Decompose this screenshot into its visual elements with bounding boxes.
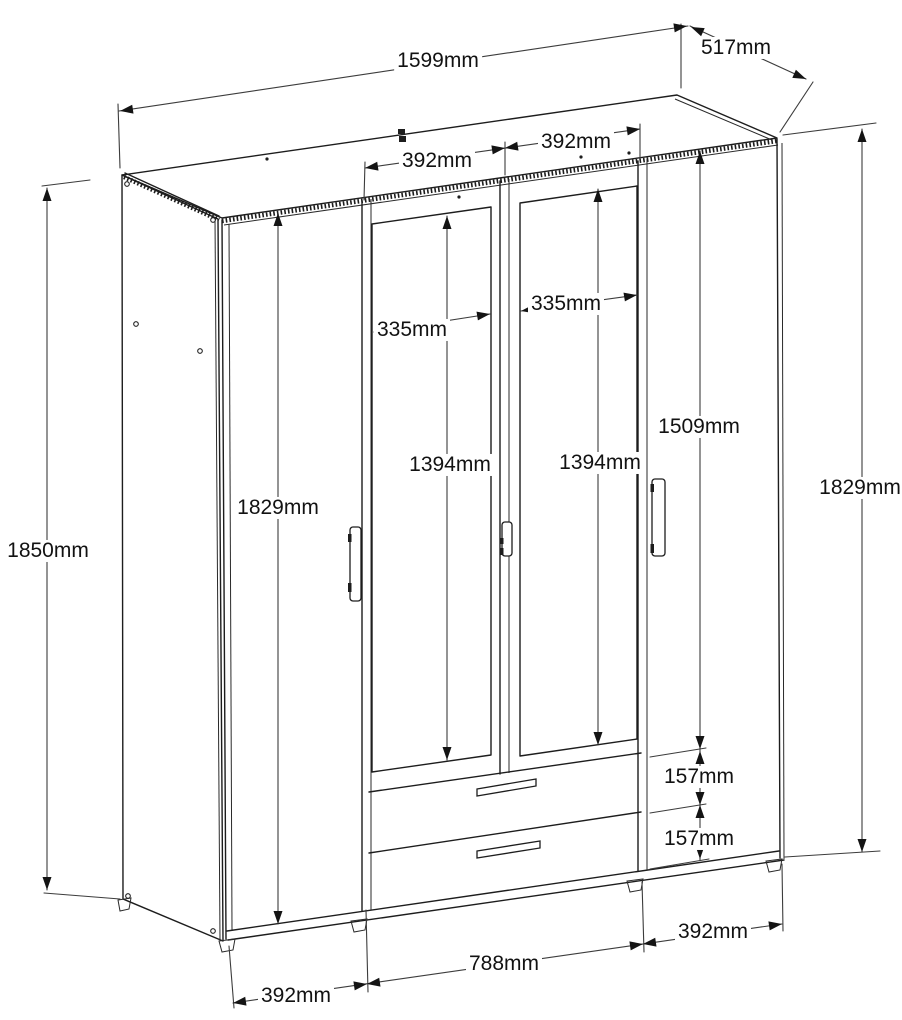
- feet: [117, 858, 783, 953]
- door-handles: [348, 478, 666, 602]
- dim-left-door-width-label: 392mm: [257, 984, 335, 1008]
- screw-holes: [124, 181, 216, 934]
- left-side-panel: [121, 174, 224, 942]
- dim-right-door-width-label: 392mm: [674, 920, 752, 944]
- left-door-handle: [349, 526, 362, 602]
- dim-mirror-door-right-width-label: 392mm: [537, 130, 615, 154]
- dim-drawer-top-height-label: 157mm: [660, 765, 738, 789]
- dim-total-width-label: 1599mm: [394, 49, 482, 73]
- dim-mirror-right-height-label: 1394mm: [556, 451, 644, 475]
- drawer-divider: [368, 811, 642, 854]
- wardrobe-cabinet: [117, 94, 785, 953]
- hinge-marks: [265, 129, 631, 199]
- dim-right-door-height-label: 1829mm: [816, 476, 902, 500]
- dim-total-height-label: 1850mm: [4, 539, 92, 563]
- drawer-handle-top: [476, 778, 537, 797]
- door-bottom-edge: [226, 850, 780, 932]
- carcass-bottom-edge: [227, 859, 785, 941]
- dim-right-upper-section-height-label: 1509mm: [655, 415, 743, 439]
- dim-mirror-door-left-width-label: 392mm: [398, 149, 476, 173]
- dim-left-door-height-label: 1829mm: [234, 496, 322, 520]
- dim-mirror-left-width-label: 335mm: [373, 318, 451, 342]
- mirror-left: [371, 206, 492, 773]
- dim-mirror-left-height-label: 1394mm: [406, 453, 494, 477]
- drawer-top-edge: [368, 752, 642, 793]
- top-front-edge: [221, 138, 778, 224]
- dim-middle-section-width-label: 788mm: [465, 952, 543, 976]
- drawer-handle-bottom: [476, 840, 541, 859]
- dim-mirror-right-width-label: 335mm: [527, 292, 605, 316]
- dim-depth-label: 517mm: [697, 36, 775, 60]
- dim-drawer-bottom-height-label: 157mm: [660, 827, 738, 851]
- right-door-handle: [651, 478, 666, 557]
